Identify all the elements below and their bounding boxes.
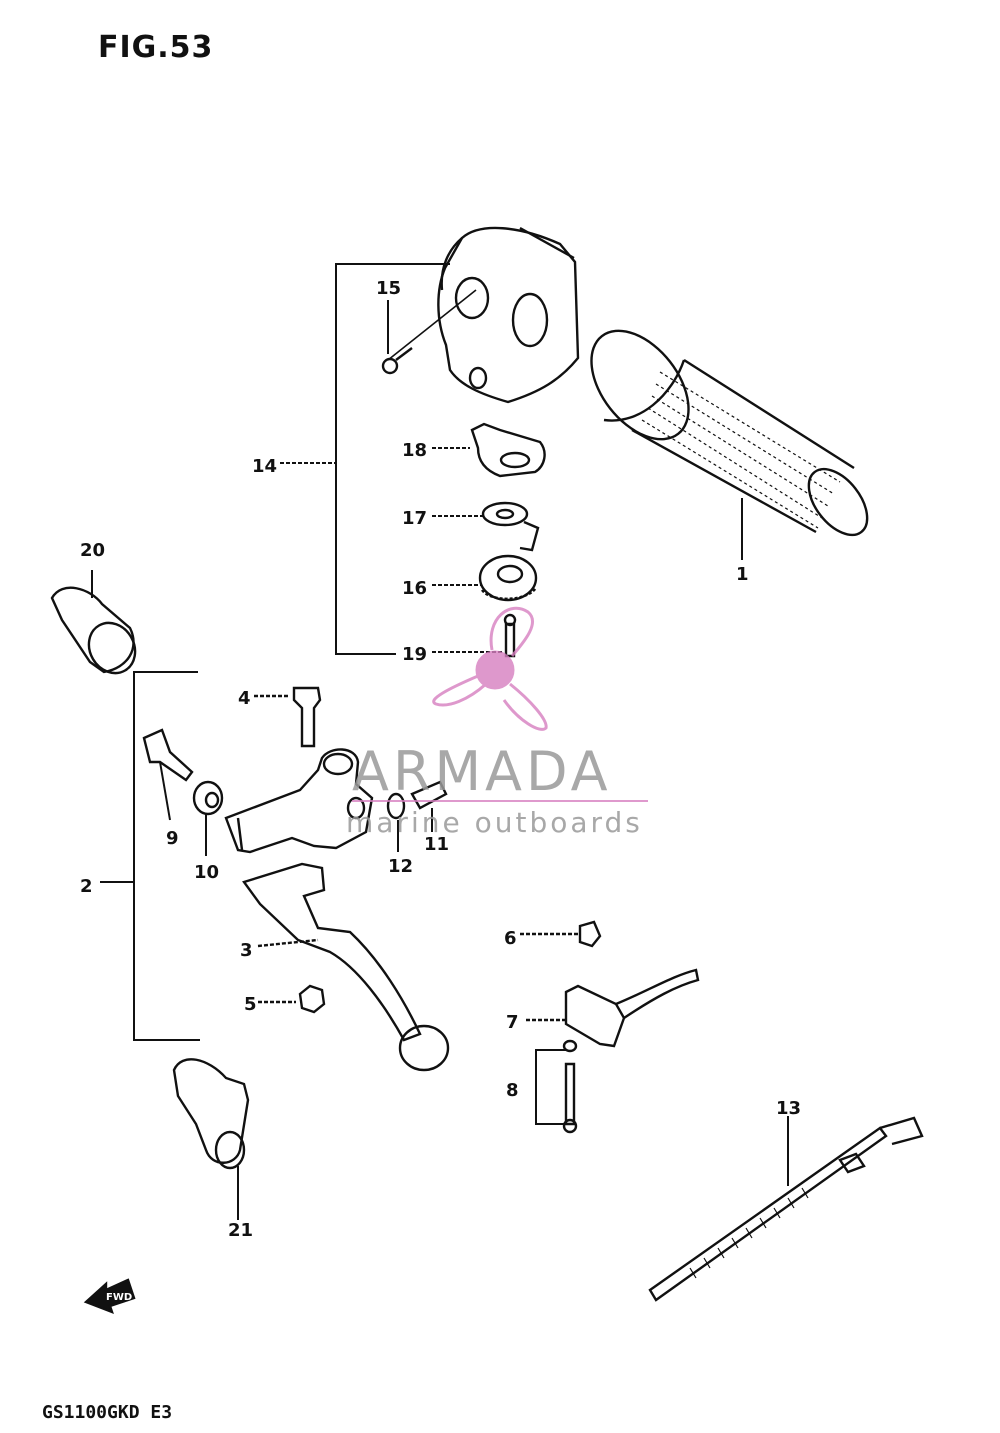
model-code: GS1100GKD E3: [42, 1402, 173, 1423]
watermark-brand: ARMADA: [352, 740, 612, 803]
part-10-bushing: [192, 780, 224, 856]
part-19-pin: [503, 613, 517, 658]
forward-arrow: FWD: [83, 1278, 136, 1315]
part-13-cable-tie: [648, 1116, 924, 1302]
watermark-divider: [352, 800, 648, 802]
lever-holder: [224, 748, 374, 854]
part-15-screw: [381, 289, 477, 375]
part-16-gear: [478, 554, 538, 602]
callout-9: 9: [166, 828, 179, 849]
callout-4: 4: [238, 688, 251, 709]
forward-label: FWD: [106, 1292, 132, 1303]
callout-12: 12: [388, 856, 413, 877]
callout-20: 20: [80, 540, 105, 561]
part-1-grip: [590, 329, 869, 560]
callout-18: 18: [402, 440, 427, 461]
bracket-14: [280, 263, 504, 655]
part-6-screw: [520, 920, 602, 948]
callout-19: 19: [402, 644, 427, 665]
part-12-washer: [386, 792, 406, 852]
callout-14: 14: [252, 456, 277, 477]
callout-16: 16: [402, 578, 427, 599]
callout-1: 1: [736, 564, 749, 585]
part-4-bolt: [254, 686, 322, 748]
part-21-cover: [172, 1058, 250, 1220]
bracket-2: [100, 671, 200, 1041]
callout-15: 15: [376, 278, 401, 299]
callout-3: 3: [240, 940, 253, 961]
callout-8: 8: [506, 1080, 519, 1101]
part-17-washer: [481, 501, 540, 552]
watermark-propeller-icon: [432, 606, 548, 731]
part-5-nut: [258, 984, 326, 1014]
part-18-collar: [470, 422, 546, 478]
switch-housing: [437, 226, 580, 404]
callout-5: 5: [244, 994, 257, 1015]
callout-2: 2: [80, 876, 93, 897]
callout-6: 6: [504, 928, 517, 949]
callout-21: 21: [228, 1220, 253, 1241]
callout-10: 10: [194, 862, 219, 883]
callout-11: 11: [424, 834, 449, 855]
callout-17: 17: [402, 508, 427, 529]
callout-labels: 1 2 3 4 5 6 7 8 9 10 11 12 13 14 15 16 1…: [80, 278, 801, 1241]
part-20-boot: [50, 570, 137, 675]
callout-13: 13: [776, 1098, 801, 1119]
part-9-bolt: [142, 728, 194, 821]
callout-7: 7: [506, 1012, 519, 1033]
watermark-subtitle: marine outboards: [346, 806, 643, 839]
part-11-screw: [410, 780, 448, 832]
part-8-screw: [535, 1039, 578, 1134]
part-3-lever: [242, 862, 450, 1072]
figure-title: FIG.53: [98, 30, 214, 65]
part-7-switch: [526, 968, 700, 1048]
